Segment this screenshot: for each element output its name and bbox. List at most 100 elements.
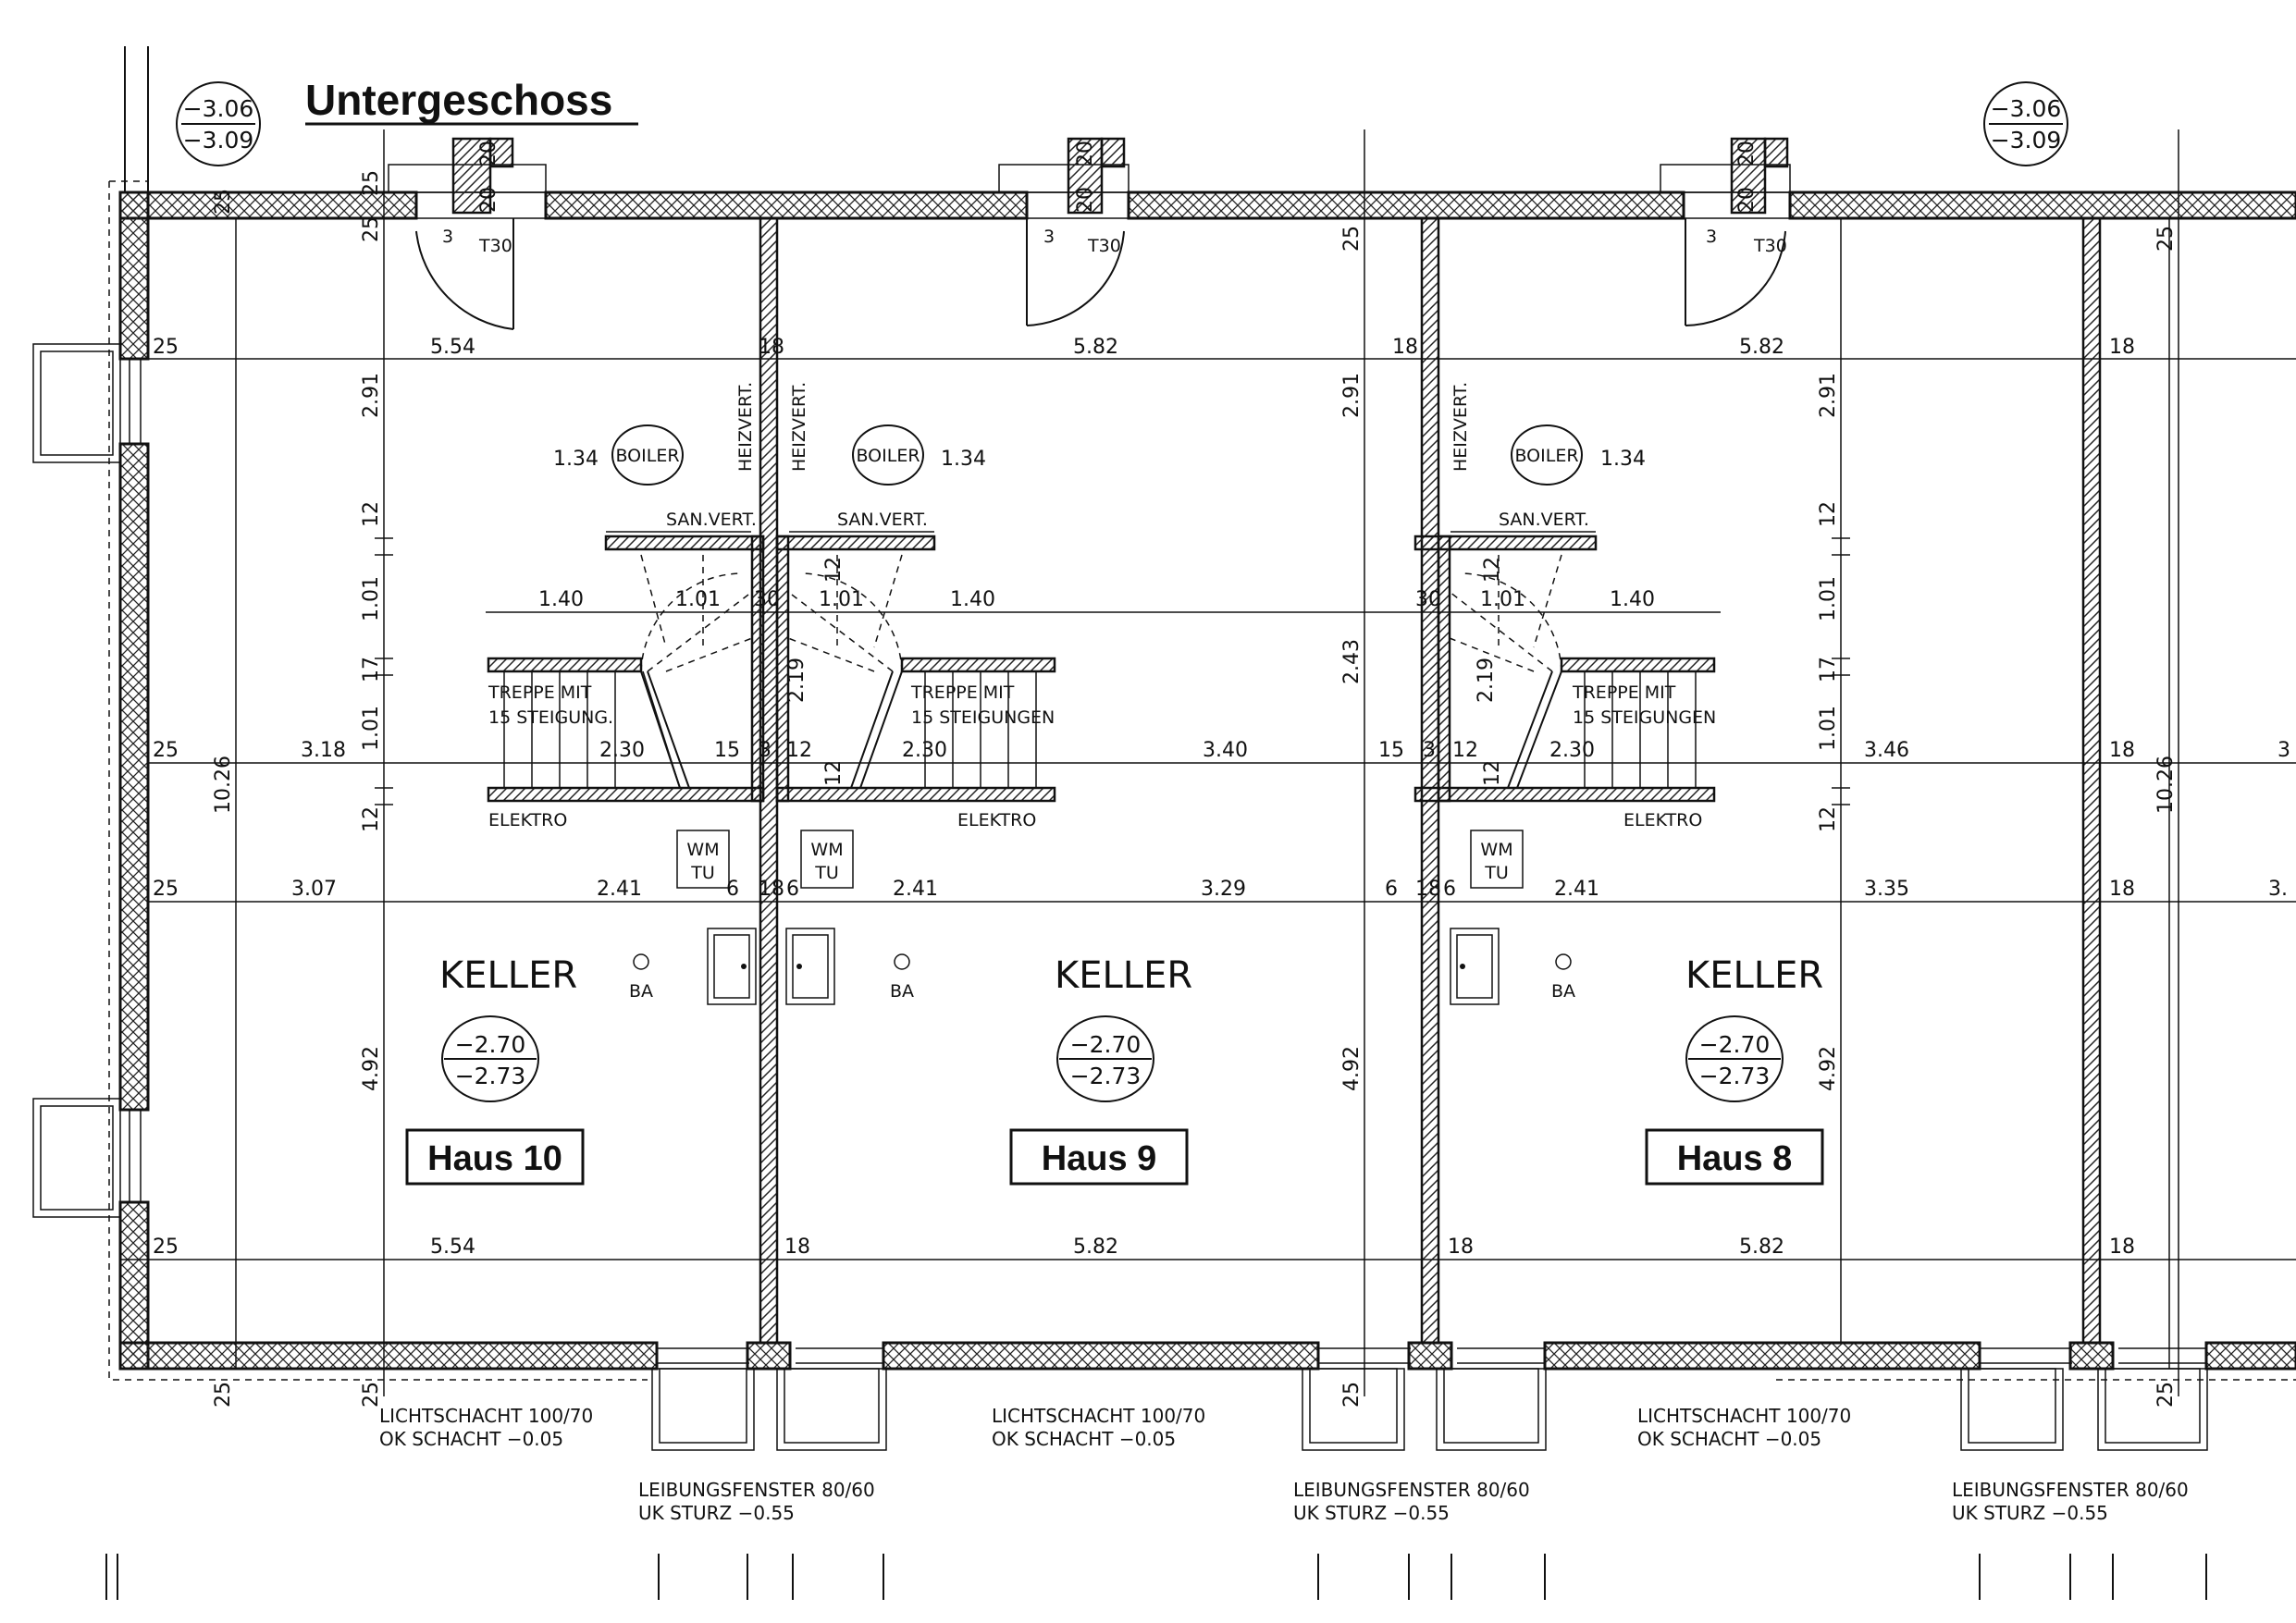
level-marker-right: −3.06 −3.09 <box>1983 81 2068 166</box>
svg-text:TU: TU <box>1484 863 1509 883</box>
svg-text:3.46: 3.46 <box>1864 739 1909 762</box>
svg-text:−2.70: −2.70 <box>1699 1031 1771 1058</box>
svg-text:LEIBUNGSFENSTER 80/60: LEIBUNGSFENSTER 80/60 <box>1293 1479 1530 1501</box>
svg-text:12: 12 <box>1452 739 1478 762</box>
svg-text:4.92: 4.92 <box>1340 1046 1364 1091</box>
svg-text:3.07: 3.07 <box>291 878 337 901</box>
svg-text:20: 20 <box>477 141 500 166</box>
svg-text:12: 12 <box>786 739 812 762</box>
light-wells <box>651 1368 2208 1451</box>
svg-text:UK STURZ −0.55: UK STURZ −0.55 <box>1293 1502 1450 1524</box>
stair-haus-8 <box>1413 535 1716 803</box>
svg-text:12: 12 <box>822 760 846 786</box>
svg-text:25: 25 <box>2154 1382 2178 1408</box>
svg-text:10.26: 10.26 <box>2154 756 2178 814</box>
svg-text:6: 6 <box>726 878 739 901</box>
svg-text:12: 12 <box>360 806 383 832</box>
svg-text:LICHTSCHACHT 100/70: LICHTSCHACHT 100/70 <box>379 1405 593 1427</box>
svg-text:17: 17 <box>360 657 383 682</box>
svg-text:−3.09: −3.09 <box>1991 127 2062 154</box>
svg-text:6: 6 <box>1443 878 1456 901</box>
svg-text:3: 3 <box>2277 739 2290 762</box>
dimension-lines <box>120 129 2296 1396</box>
entry-door-haus-9: T30 3 <box>998 137 1129 326</box>
floor-drains: BA BA BA <box>629 953 1575 1002</box>
svg-text:12: 12 <box>1481 557 1504 583</box>
svg-text:KELLER: KELLER <box>1055 954 1192 997</box>
svg-text:1.01: 1.01 <box>1817 576 1840 621</box>
room-haus-10: KELLER −2.70 −2.73 Haus 10 <box>405 954 585 1186</box>
svg-text:18: 18 <box>2109 1236 2135 1259</box>
svg-text:TU: TU <box>690 863 715 883</box>
svg-text:2.43: 2.43 <box>1340 639 1364 684</box>
svg-text:1.01: 1.01 <box>675 588 721 611</box>
svg-text:15 STEIGUNGEN: 15 STEIGUNGEN <box>911 707 1055 728</box>
svg-text:12: 12 <box>1817 501 1840 527</box>
svg-text:3: 3 <box>1706 227 1717 247</box>
svg-text:25: 25 <box>153 878 179 901</box>
svg-text:25: 25 <box>1340 226 1364 252</box>
svg-text:1.01: 1.01 <box>1480 588 1525 611</box>
svg-text:TREPPE MIT: TREPPE MIT <box>1572 682 1676 703</box>
svg-text:3.40: 3.40 <box>1203 739 1248 762</box>
svg-text:3: 3 <box>1043 227 1055 247</box>
svg-text:OK SCHACHT −0.05: OK SCHACHT −0.05 <box>992 1428 1176 1450</box>
svg-text:12: 12 <box>822 557 846 583</box>
svg-text:1.34: 1.34 <box>941 448 986 471</box>
svg-text:UK STURZ −0.55: UK STURZ −0.55 <box>1952 1502 2108 1524</box>
svg-text:18: 18 <box>1448 1236 1474 1259</box>
svg-text:18: 18 <box>759 336 784 359</box>
wm-tu-haus-10: WM TU <box>676 830 730 889</box>
svg-text:18: 18 <box>759 878 784 901</box>
svg-text:−2.73: −2.73 <box>1699 1063 1771 1089</box>
svg-text:18: 18 <box>1392 336 1418 359</box>
svg-text:T30: T30 <box>1753 236 1787 256</box>
svg-text:1.40: 1.40 <box>1610 588 1655 611</box>
svg-text:30: 30 <box>754 588 780 611</box>
svg-text:HEIZVERT.: HEIZVERT. <box>735 382 756 472</box>
svg-text:18: 18 <box>2109 878 2135 901</box>
sinks <box>707 928 1500 1005</box>
svg-text:12: 12 <box>360 501 383 527</box>
level-marker-left: −3.06 −3.09 <box>176 81 261 166</box>
svg-text:−3.06: −3.06 <box>183 95 254 122</box>
svg-text:BOILER: BOILER <box>1514 446 1578 466</box>
entry-door-haus-8: T30 3 <box>1660 137 1791 326</box>
svg-text:25: 25 <box>2154 226 2178 252</box>
party-walls <box>746 216 2115 1371</box>
svg-text:25: 25 <box>212 1382 235 1408</box>
svg-text:WM: WM <box>1480 840 1512 860</box>
house-label-8: Haus 8 <box>1677 1139 1793 1178</box>
svg-text:2.30: 2.30 <box>599 739 645 762</box>
svg-text:SAN.VERT.: SAN.VERT. <box>666 510 757 530</box>
svg-text:3.29: 3.29 <box>1201 878 1246 901</box>
svg-text:5.82: 5.82 <box>1739 336 1784 359</box>
svg-text:LICHTSCHACHT 100/70: LICHTSCHACHT 100/70 <box>1637 1405 1851 1427</box>
svg-text:18: 18 <box>1415 878 1441 901</box>
svg-text:2.30: 2.30 <box>1549 739 1595 762</box>
boiler-haus-10: BOILER <box>611 424 684 486</box>
svg-text:20: 20 <box>1735 187 1759 213</box>
svg-text:1.01: 1.01 <box>819 588 864 611</box>
svg-text:17: 17 <box>1817 657 1840 682</box>
svg-text:15: 15 <box>714 739 740 762</box>
svg-text:18: 18 <box>2109 336 2135 359</box>
svg-text:−2.70: −2.70 <box>1070 1031 1142 1058</box>
svg-text:25: 25 <box>360 1382 383 1408</box>
svg-text:1.34: 1.34 <box>553 448 599 471</box>
svg-text:3: 3 <box>759 739 772 762</box>
svg-text:3: 3 <box>1423 739 1436 762</box>
svg-text:25: 25 <box>360 216 383 242</box>
svg-text:WM: WM <box>810 840 843 860</box>
svg-text:2.91: 2.91 <box>1340 373 1364 418</box>
svg-text:OK SCHACHT −0.05: OK SCHACHT −0.05 <box>1637 1428 1821 1450</box>
boiler-haus-9: BOILER <box>852 424 924 486</box>
stair-haus-10 <box>487 535 765 803</box>
svg-text:20: 20 <box>1735 141 1759 166</box>
svg-text:6: 6 <box>1385 878 1398 901</box>
wm-tu-haus-8: WM TU <box>1470 830 1524 889</box>
room-haus-8: KELLER −2.70 −2.73 Haus 8 <box>1645 954 1824 1186</box>
svg-text:12: 12 <box>1481 760 1504 786</box>
svg-text:WM: WM <box>686 840 719 860</box>
svg-text:1.01: 1.01 <box>360 706 383 751</box>
